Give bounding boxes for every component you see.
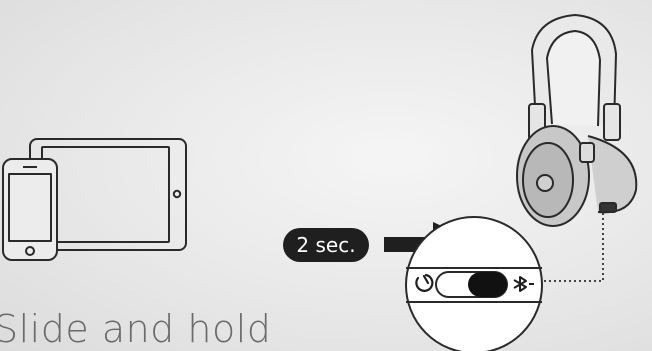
tablet-and-phone-icon: [3, 139, 186, 260]
instruction-caption: Slide and hold: [0, 310, 271, 348]
switch-magnifier: [406, 217, 542, 351]
headset-icon: [517, 15, 636, 226]
phone-icon: [3, 159, 57, 260]
slide-switch-icon: [436, 272, 507, 297]
duration-badge: 2 sec.: [283, 228, 369, 262]
